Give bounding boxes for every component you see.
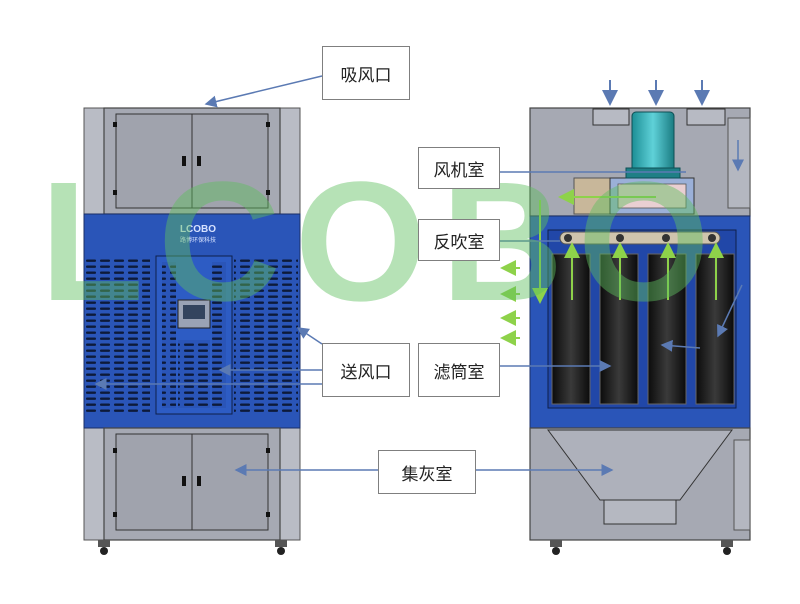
panel-logo: LCOBO [180,224,216,235]
callout-leaders [94,75,686,476]
label-dust-room: 集灰室 [378,450,476,494]
watermark: LCOBO [40,147,724,337]
label-back-blow-room: 反吹室 [418,219,500,261]
label-intake: 吸风口 [322,46,410,100]
label-fan-room: 风机室 [418,147,500,189]
airflow-arrows [500,80,744,352]
label-outlet: 送风口 [322,343,410,397]
label-filter-room: 滤筒室 [418,343,500,397]
panel-logo-subtext: 路博环保科技 [180,236,216,244]
watermark-text: LCOBO [40,147,724,337]
